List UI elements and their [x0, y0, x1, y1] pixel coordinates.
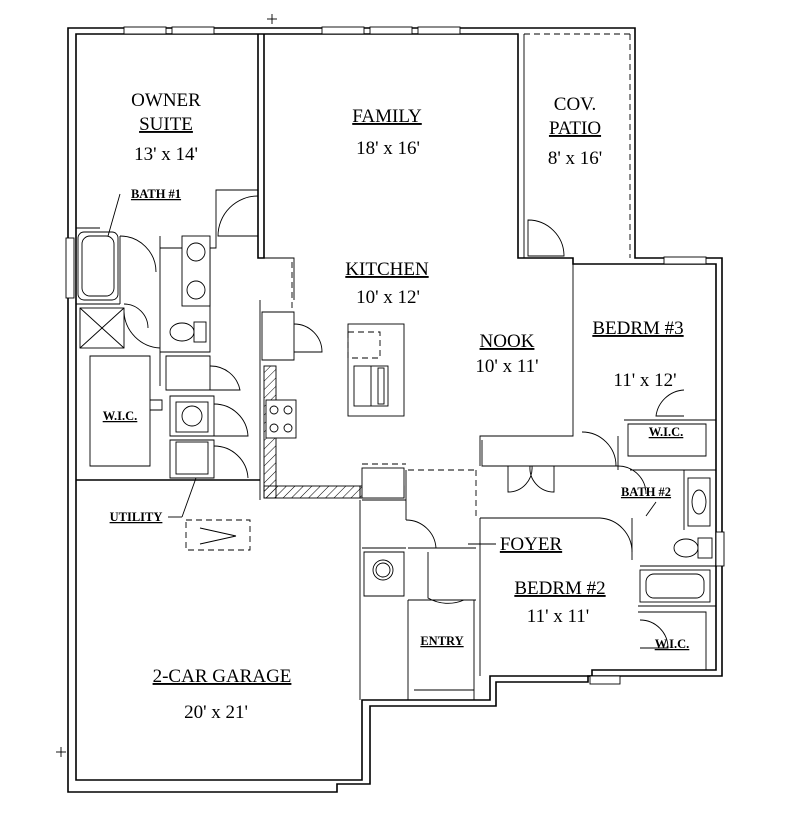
nook-size: 10' x 11' [475, 356, 538, 377]
doors [119, 195, 685, 649]
foyer-name: FOYER [500, 534, 563, 555]
patio-name-2: PATIO [549, 118, 601, 139]
kitchen-name: KITCHEN [345, 259, 429, 280]
nook-name: NOOK [480, 331, 535, 352]
wic-owner-name: W.I.C. [103, 409, 138, 423]
bath2-name: BATH #2 [621, 485, 671, 499]
bedrm2-name: BEDRM #2 [514, 578, 605, 599]
room-labels: OWNER SUITE 13' x 14' FAMILY 18' x 16' C… [103, 90, 690, 723]
fixtures [77, 231, 713, 603]
bedrm2-size: 11' x 11' [527, 606, 589, 627]
windows [65, 26, 725, 685]
patio-size: 8' x 16' [548, 148, 602, 169]
kitchen-size: 10' x 12' [356, 287, 420, 308]
patio-name-1: COV. [554, 94, 596, 115]
owner-suite-name-1: OWNER [131, 90, 201, 111]
toilet-owner [169, 322, 195, 342]
family-name: FAMILY [352, 106, 422, 127]
wic2-name: W.I.C. [655, 637, 690, 651]
garage-name: 2-CAR GARAGE [153, 666, 292, 687]
garage-size: 20' x 21' [184, 702, 248, 723]
refrigerator [361, 467, 405, 499]
range [265, 399, 297, 439]
entry-name: ENTRY [420, 634, 463, 648]
toilet-bath2 [673, 538, 699, 558]
bath1-name: BATH #1 [131, 187, 181, 201]
utility-name: UTILITY [110, 510, 163, 524]
family-size: 18' x 16' [356, 138, 420, 159]
dryer [175, 441, 209, 475]
wic3-name: W.I.C. [649, 425, 684, 439]
covered-patio-outline [523, 33, 631, 258]
bedrm3-name: BEDRM #3 [592, 318, 683, 339]
bedrm3-size: 11' x 12' [613, 370, 676, 391]
owner-suite-name-2: SUITE [139, 114, 193, 135]
owner-suite-size: 13' x 14' [134, 144, 198, 165]
